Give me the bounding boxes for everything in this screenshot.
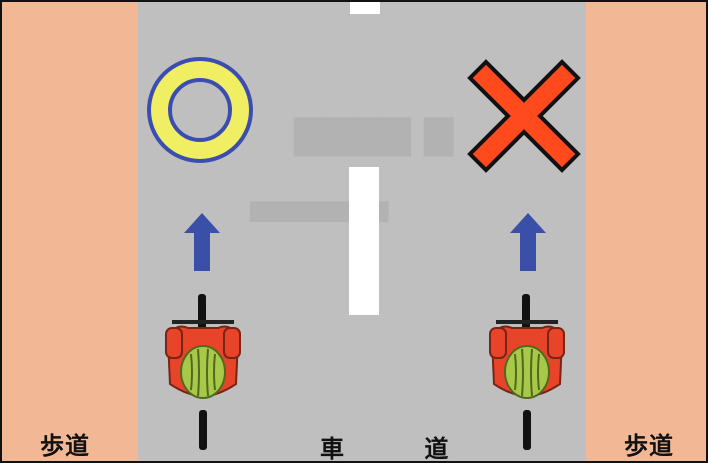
sidewalk-label-left: 歩道 (40, 432, 90, 460)
arrow-up-icon (510, 213, 546, 271)
arrow-up-icon (184, 213, 220, 271)
roadway-label: 車 道 (320, 435, 485, 463)
cyclist-right (489, 294, 565, 450)
circle-ok-icon (147, 57, 253, 163)
ghost-text: ▇▇▇▇ ▇ (294, 112, 454, 156)
lane-marking-center (349, 167, 379, 315)
right-sidewalk (586, 2, 706, 461)
lane-marking-top (350, 2, 380, 14)
cyclist-left (165, 294, 241, 450)
sidewalk-label-right: 歩道 (624, 432, 674, 460)
left-sidewalk (2, 2, 138, 461)
cross-ng-icon (467, 59, 581, 173)
